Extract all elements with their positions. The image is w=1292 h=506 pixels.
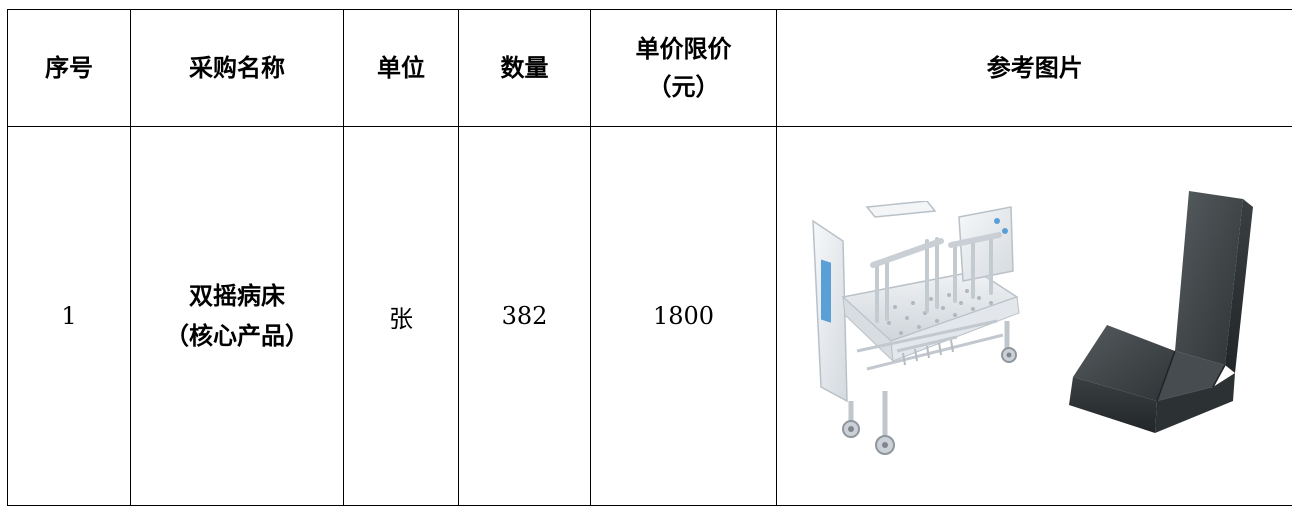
header-row: 序号 采购名称 单位 数量 单价限价 （元） 参考图片 [8, 10, 1292, 127]
header-price: 单价限价 （元） [591, 10, 777, 127]
cell-index: 1 [8, 127, 131, 506]
cell-name-line1: 双摇病床 [131, 276, 343, 316]
header-price-line1: 单价限价 [591, 30, 776, 68]
procurement-table: 序号 采购名称 单位 数量 单价限价 （元） 参考图片 1 双摇病床 （核心产品… [7, 9, 1292, 506]
cell-price: 1800 [591, 127, 777, 506]
header-picture: 参考图片 [777, 10, 1292, 127]
cell-name-line2: （核心产品） [131, 316, 343, 356]
cell-pictures [777, 127, 1292, 506]
header-quantity: 数量 [459, 10, 591, 127]
hospital-bed-image [807, 201, 1037, 471]
folding-mattress-image [1053, 155, 1263, 485]
header-name: 采购名称 [131, 10, 344, 127]
header-price-line2: （元） [591, 68, 776, 106]
cell-quantity: 382 [459, 127, 591, 506]
cell-unit: 张 [344, 127, 459, 506]
cell-name: 双摇病床 （核心产品） [131, 127, 344, 506]
table-row: 1 双摇病床 （核心产品） 张 382 1800 [8, 127, 1292, 506]
header-unit: 单位 [344, 10, 459, 127]
header-index: 序号 [8, 10, 131, 127]
